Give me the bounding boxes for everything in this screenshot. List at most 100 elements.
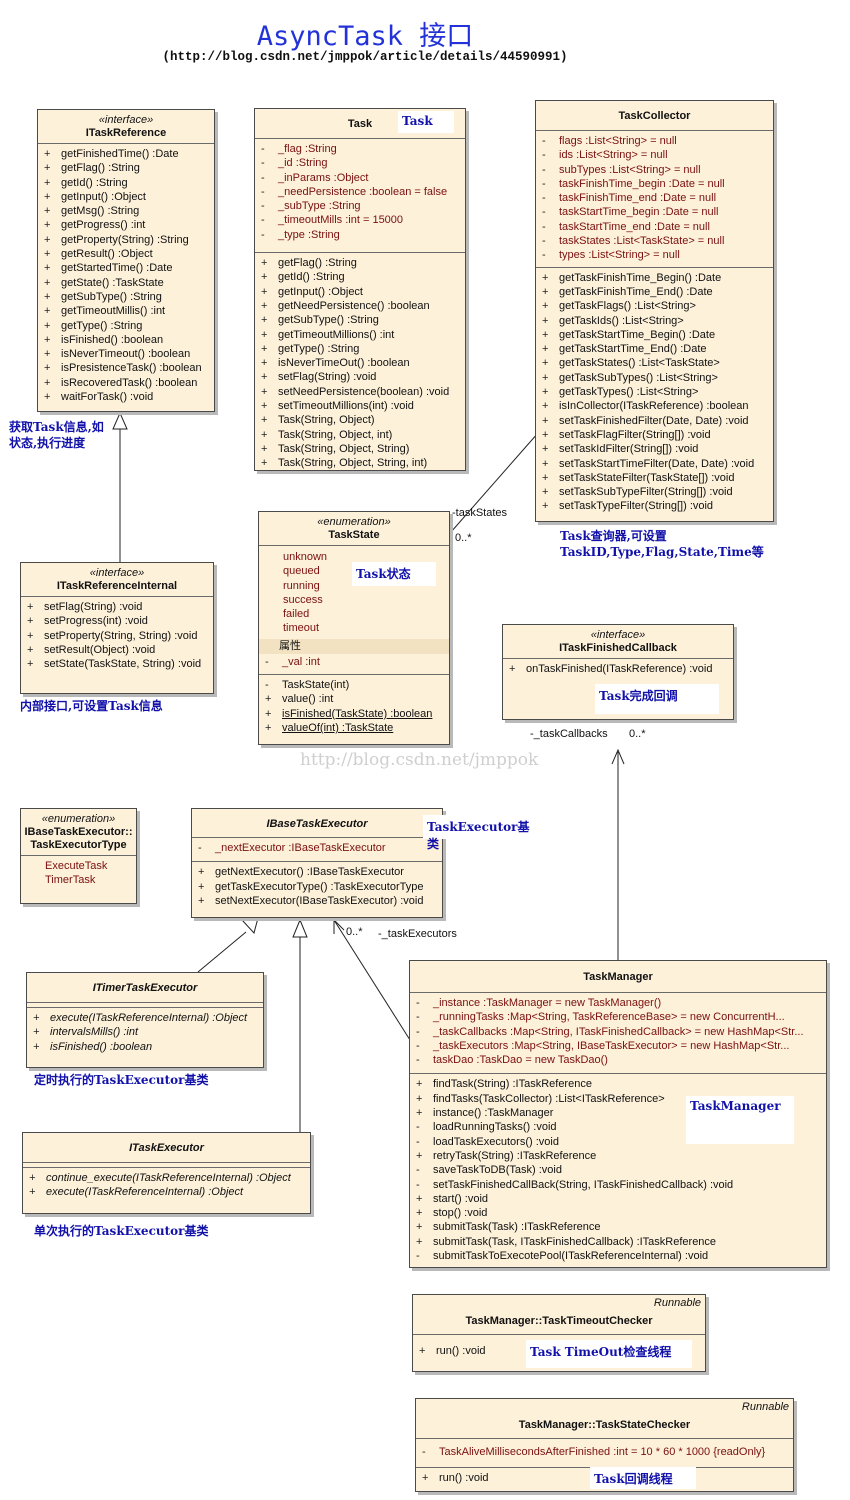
member-text: setResult(Object) :void (44, 643, 156, 656)
member-text: setState(TaskState, String) :void (44, 658, 202, 671)
visibility-marker: + (33, 1040, 40, 1053)
attribute-row: -_flag :String (255, 142, 465, 156)
operation-row: +isFinished() :boolean (38, 333, 214, 347)
operation-row: + Task(String, Object, String, int) (255, 456, 465, 470)
visibility-marker: + (261, 428, 268, 441)
operation-row: +getTaskFlags() :List<String> (536, 299, 773, 313)
member-text: setProperty(String, String) :void (44, 629, 198, 642)
class-itaskexecutor[interactable]: ITaskExecutor +continue_execute(ITaskRef… (22, 1132, 311, 1214)
operation-row: +setTaskSubTypeFilter(String[]) :void (536, 485, 773, 499)
operation-row: + setTaskIdFilter(String[]) :void (536, 442, 773, 456)
operation-row: +getInput() :Object (38, 190, 214, 204)
class-name: Task (347, 118, 373, 130)
visibility-marker: - (542, 235, 546, 248)
note-collector-line1: Task查询器,可设置 (560, 529, 667, 543)
member-text: _subType :String (278, 200, 361, 213)
member-text: _instance :TaskManager = new TaskManager… (433, 997, 662, 1009)
class-task[interactable]: Task -_flag :String-_id :String-_inParam… (254, 108, 466, 471)
member-text: getTaskSubTypes() :List<String> (559, 371, 718, 384)
visibility-marker: + (44, 248, 51, 261)
operation-row: + setState(TaskState, String) :void (21, 657, 213, 671)
operation-row: +getTaskStates() :List<TaskState> (536, 356, 773, 370)
visibility-marker: + (44, 262, 51, 275)
operation-row: +getNextExecutor() :IBaseTaskExecutor (192, 865, 442, 879)
member-text: setTaskStartTimeFilter(Date, Date) :void (559, 457, 755, 470)
member-text: flags :List<String> = null (559, 135, 677, 147)
label-callbacks-multiplicity: 0..* (629, 728, 646, 740)
operation-row: +setTaskStartTimeFilter(Date, Date) :voi… (536, 457, 773, 471)
operation-row: +isFinished() :boolean (27, 1040, 263, 1054)
operation-row: +getSubType() :String (255, 313, 465, 327)
attributes-compartment: -_val :int (259, 654, 449, 674)
operation-row: +getTimeoutMillis() :int (38, 304, 214, 318)
member-text: execute(ITaskReferenceInternal) :Object (50, 1012, 248, 1024)
class-name: IBaseTaskExecutor (266, 818, 368, 830)
class-ibasetaskexecutor[interactable]: IBaseTaskExecutor -_nextExecutor :IBaseT… (191, 808, 443, 918)
visibility-marker: - (416, 997, 420, 1009)
visibility-marker: + (261, 342, 268, 355)
operation-row: -setTaskFinishedCallBack(String, ITaskFi… (410, 1178, 826, 1192)
operation-row: +getInput() :Object (255, 285, 465, 299)
association-arrowhead-executors (333, 918, 345, 934)
visibility-marker: + (198, 866, 205, 879)
member-text: _nextExecutor :IBaseTaskExecutor (215, 842, 386, 854)
member-text: subTypes :List<String> = null (559, 163, 701, 176)
member-text: taskStates :List<TaskState> = null (559, 235, 725, 248)
member-text: _runningTasks :Map<String, TaskReference… (433, 1011, 785, 1024)
operation-row: +waitForTask() :void (38, 390, 214, 404)
member-text: setTaskStateFilter(TaskState[]) :void (559, 471, 735, 484)
class-itaskreference[interactable]: «interface» ITaskReference +getFinishedT… (37, 109, 215, 412)
member-text: getNeedPersistence() :boolean (278, 299, 430, 312)
member-text: setFlag(String) :void (44, 601, 143, 613)
operation-row: +getTaskFinishTime_Begin() :Date (536, 271, 773, 285)
member-text: Task(String, Object, String, int) (278, 457, 428, 470)
member-text: start() :void (433, 1192, 489, 1205)
attributes-compartment: -flags :List<String> = null-ids :List<St… (536, 131, 773, 268)
attribute-row: -_inParams :Object (255, 171, 465, 185)
visibility-marker: - (265, 655, 269, 668)
empty-attributes-compartment (23, 1163, 310, 1168)
operation-row: +execute(ITaskReferenceInternal) :Object (23, 1185, 310, 1199)
visibility-marker: - (416, 1011, 420, 1024)
member-text: getType() :String (61, 319, 143, 332)
visibility-marker: + (44, 148, 51, 160)
visibility-marker: + (44, 333, 51, 346)
visibility-marker: + (261, 457, 268, 470)
enum-taskexecutortype[interactable]: «enumeration» IBaseTaskExecutor:: TaskEx… (20, 808, 137, 904)
visibility-marker: - (422, 1446, 426, 1458)
class-name-line1: IBaseTaskExecutor:: (24, 826, 133, 838)
stereotype-label: «interface» (89, 567, 145, 579)
member-text: continue_execute(ITaskReferenceInternal)… (46, 1172, 291, 1184)
member-text: setTaskIdFilter(String[]) :void (559, 443, 699, 456)
visibility-marker: + (261, 257, 268, 270)
member-text: retryTask(String) :ITaskReference (433, 1149, 597, 1162)
operation-row: +isPresistenceTask() :boolean (38, 361, 214, 375)
member-text: findTask(String) :ITaskReference (433, 1078, 592, 1091)
class-name: TaskManager::TaskStateChecker (518, 1419, 691, 1431)
operations-compartment: +getFinishedTime() :Date+getFlag() :Stri… (38, 144, 214, 406)
operation-row: +valueOf(int) :TaskState (259, 721, 449, 735)
attribute-row: -taskStartTime_end :Date = null (536, 220, 773, 234)
operation-row: +getNeedPersistence() :boolean (255, 299, 465, 313)
runnable-label: Runnable (741, 1401, 789, 1413)
association-line-executors (333, 919, 411, 1041)
visibility-marker: + (33, 1026, 40, 1039)
operation-row: +retryTask(String) :ITaskReference (410, 1149, 826, 1163)
class-itaskreferenceinternal[interactable]: «interface» ITaskReferenceInternal +setF… (20, 562, 214, 694)
member-text: loadTaskExecutors() :void (433, 1135, 559, 1148)
attribute-row: -_subType :String (255, 199, 465, 213)
visibility-marker: + (265, 693, 272, 706)
member-text: findTasks(TaskCollector) :List<ITaskRefe… (433, 1092, 665, 1105)
visibility-marker: + (542, 443, 549, 456)
attribute-row: -_needPersistence :boolean = false (255, 185, 465, 199)
class-itimertaskexecutor[interactable]: ITimerTaskExecutor +execute(ITaskReferen… (26, 972, 264, 1068)
visibility-marker: + (27, 658, 34, 671)
attributes-compartment: -_nextExecutor :IBaseTaskExecutor (192, 838, 442, 863)
enum-literal: queued (283, 565, 320, 578)
class-taskcollector[interactable]: TaskCollector -flags :List<String> = nul… (535, 100, 774, 522)
operation-row: +setResult(Object) :void (21, 643, 213, 657)
visibility-marker: + (416, 1235, 423, 1248)
tag-task: Task (398, 111, 454, 133)
